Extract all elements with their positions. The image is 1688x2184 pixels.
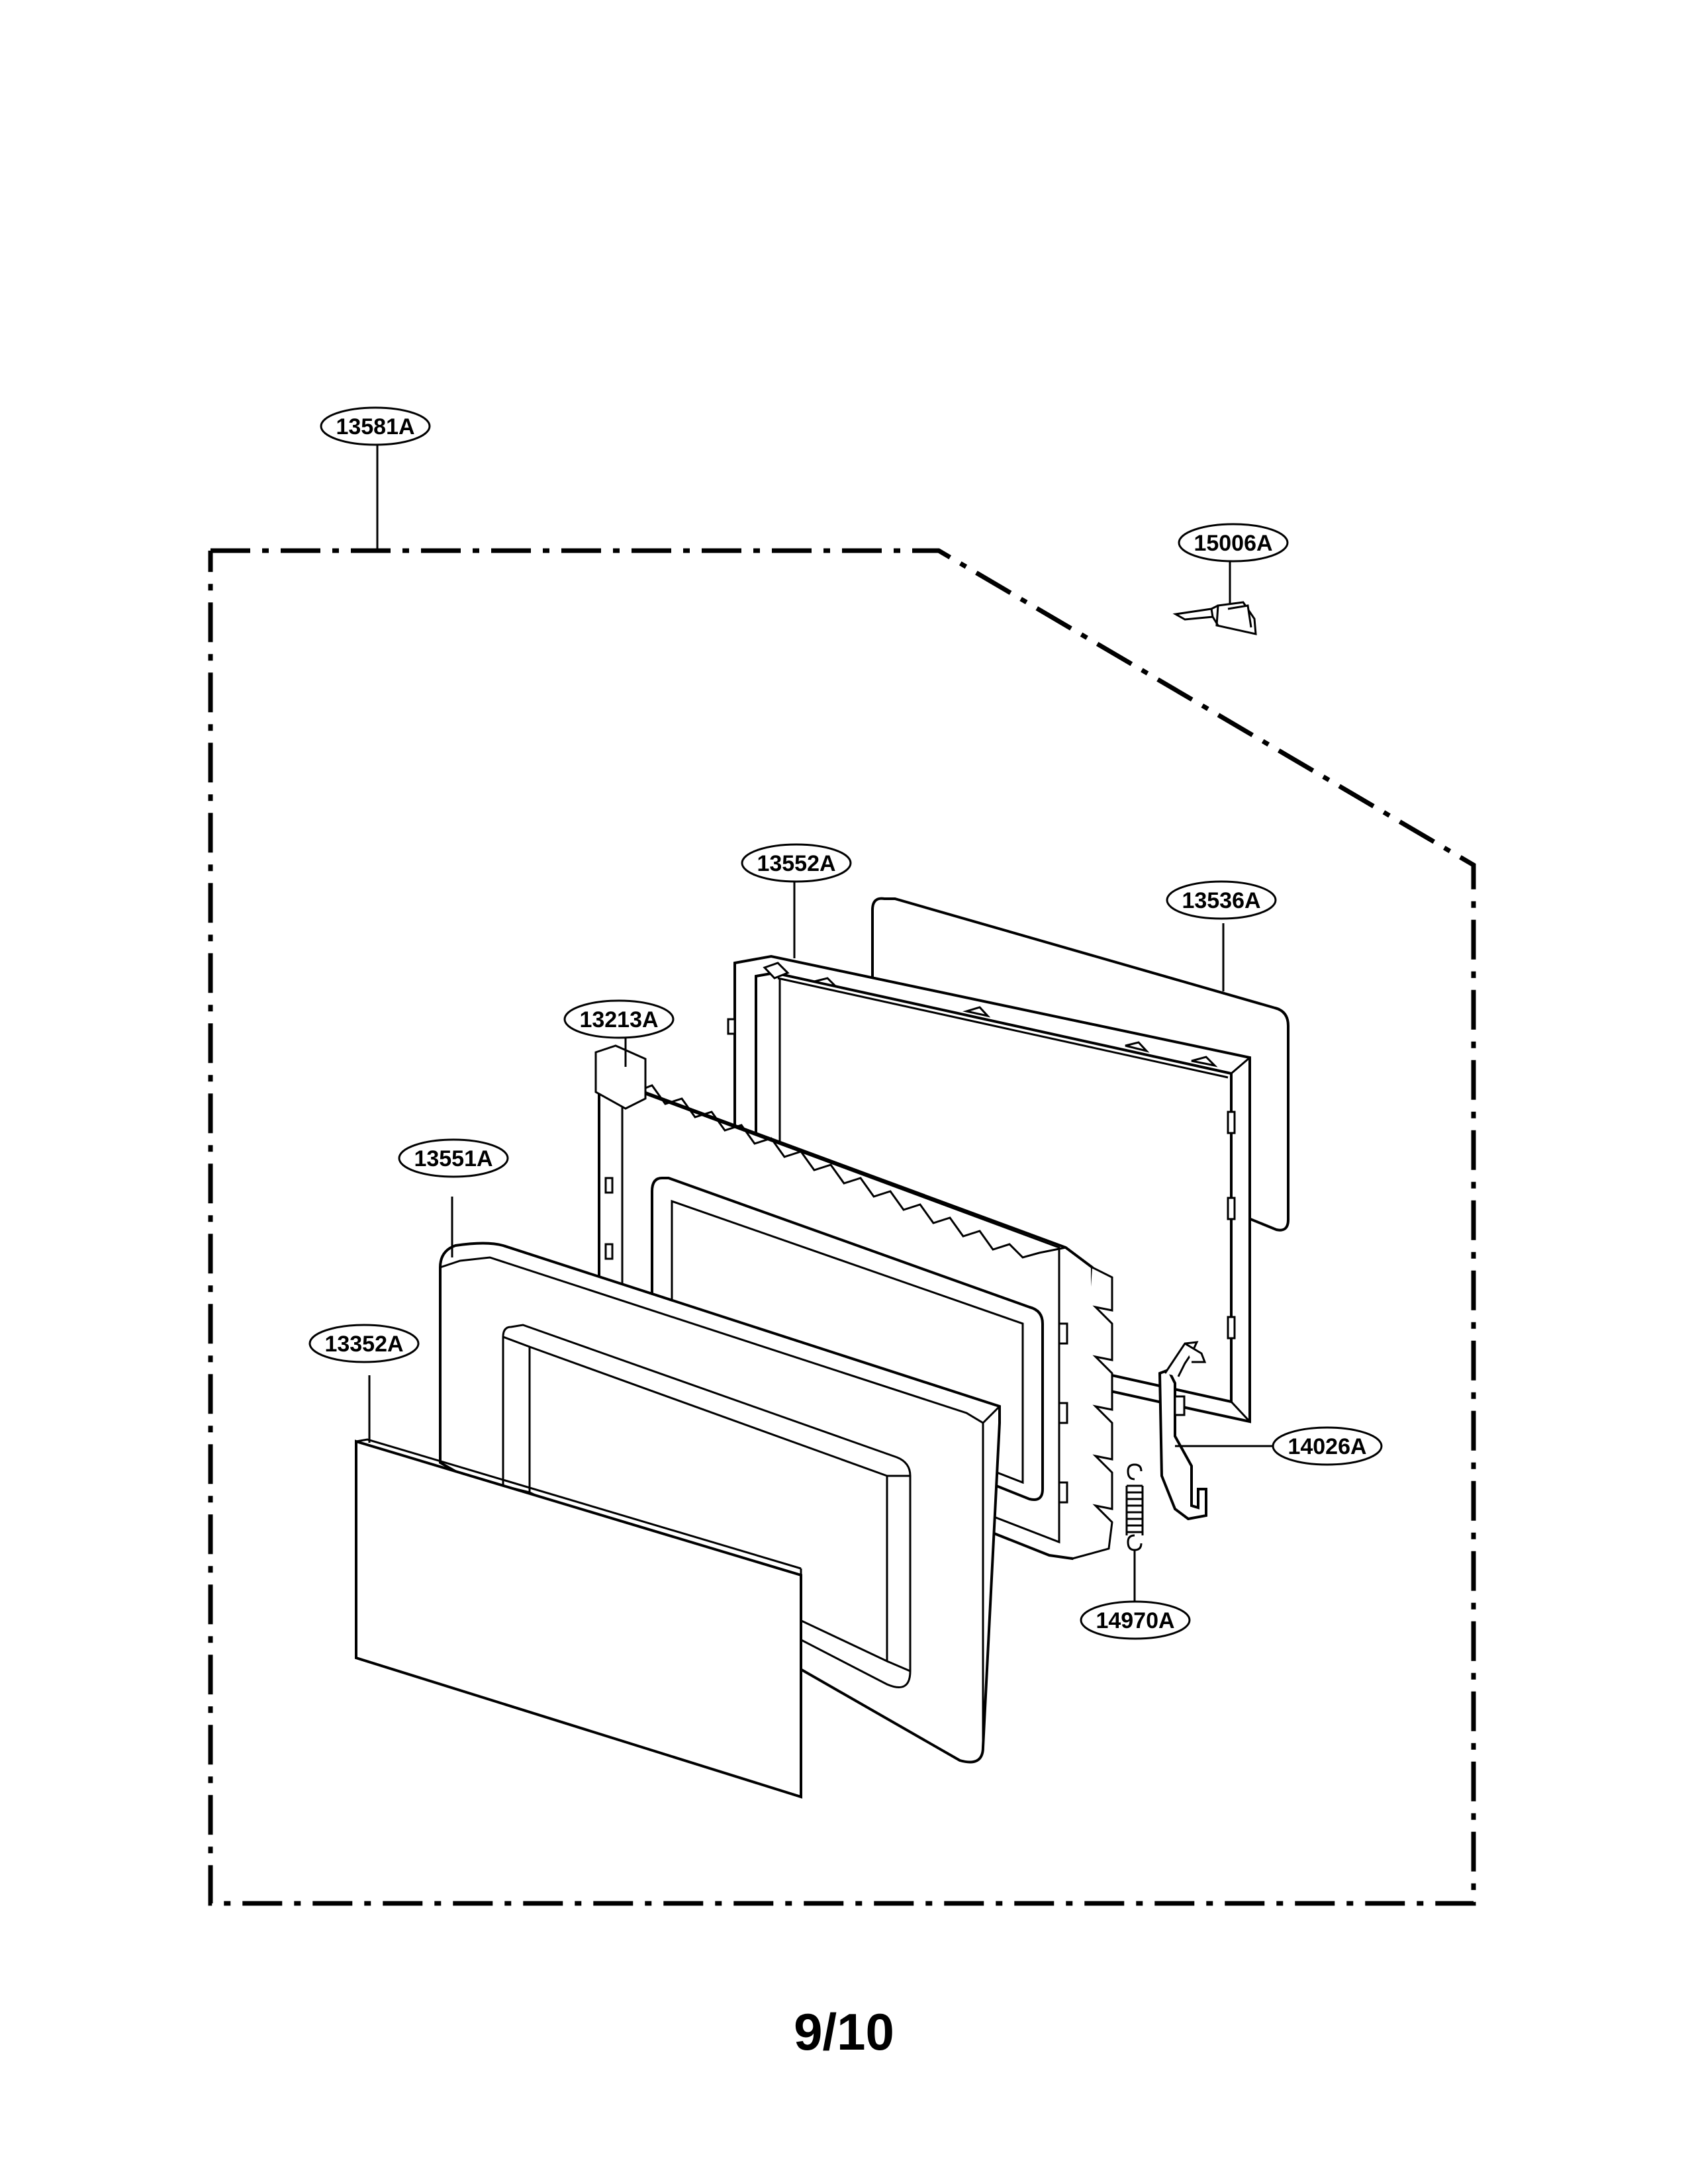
callout-label: 13581A (336, 414, 414, 439)
callout-13581a: 13581A (320, 406, 431, 446)
leader-lines (368, 443, 1274, 1602)
callout-label: 14026A (1288, 1434, 1366, 1459)
callout-label: 13551A (414, 1146, 492, 1171)
callout-label: 13213A (579, 1007, 658, 1032)
callout-13551a: 13551A (398, 1138, 509, 1178)
callout-label: 13352A (324, 1332, 403, 1357)
page-number: 9/10 (794, 2003, 894, 2061)
callout-13213a: 13213A (563, 999, 675, 1039)
part-spring (1125, 1463, 1144, 1551)
callout-13552a: 13552A (741, 843, 852, 883)
part-latch-lever (1158, 1341, 1207, 1521)
callout-14970a: 14970A (1080, 1600, 1191, 1640)
callout-14026a: 14026A (1272, 1426, 1383, 1466)
callout-label: 15006A (1194, 531, 1272, 556)
callout-label: 13536A (1182, 888, 1260, 913)
assembly-boundary (208, 548, 1476, 1906)
callout-13352a: 13352A (308, 1324, 420, 1363)
callout-label: 14970A (1096, 1608, 1174, 1633)
part-front-panel (355, 1438, 802, 1799)
callout-13536a: 13536A (1166, 880, 1277, 920)
callout-15006a: 15006A (1178, 523, 1289, 563)
part-hook-latch (1172, 601, 1257, 635)
callout-label: 13552A (757, 851, 835, 876)
